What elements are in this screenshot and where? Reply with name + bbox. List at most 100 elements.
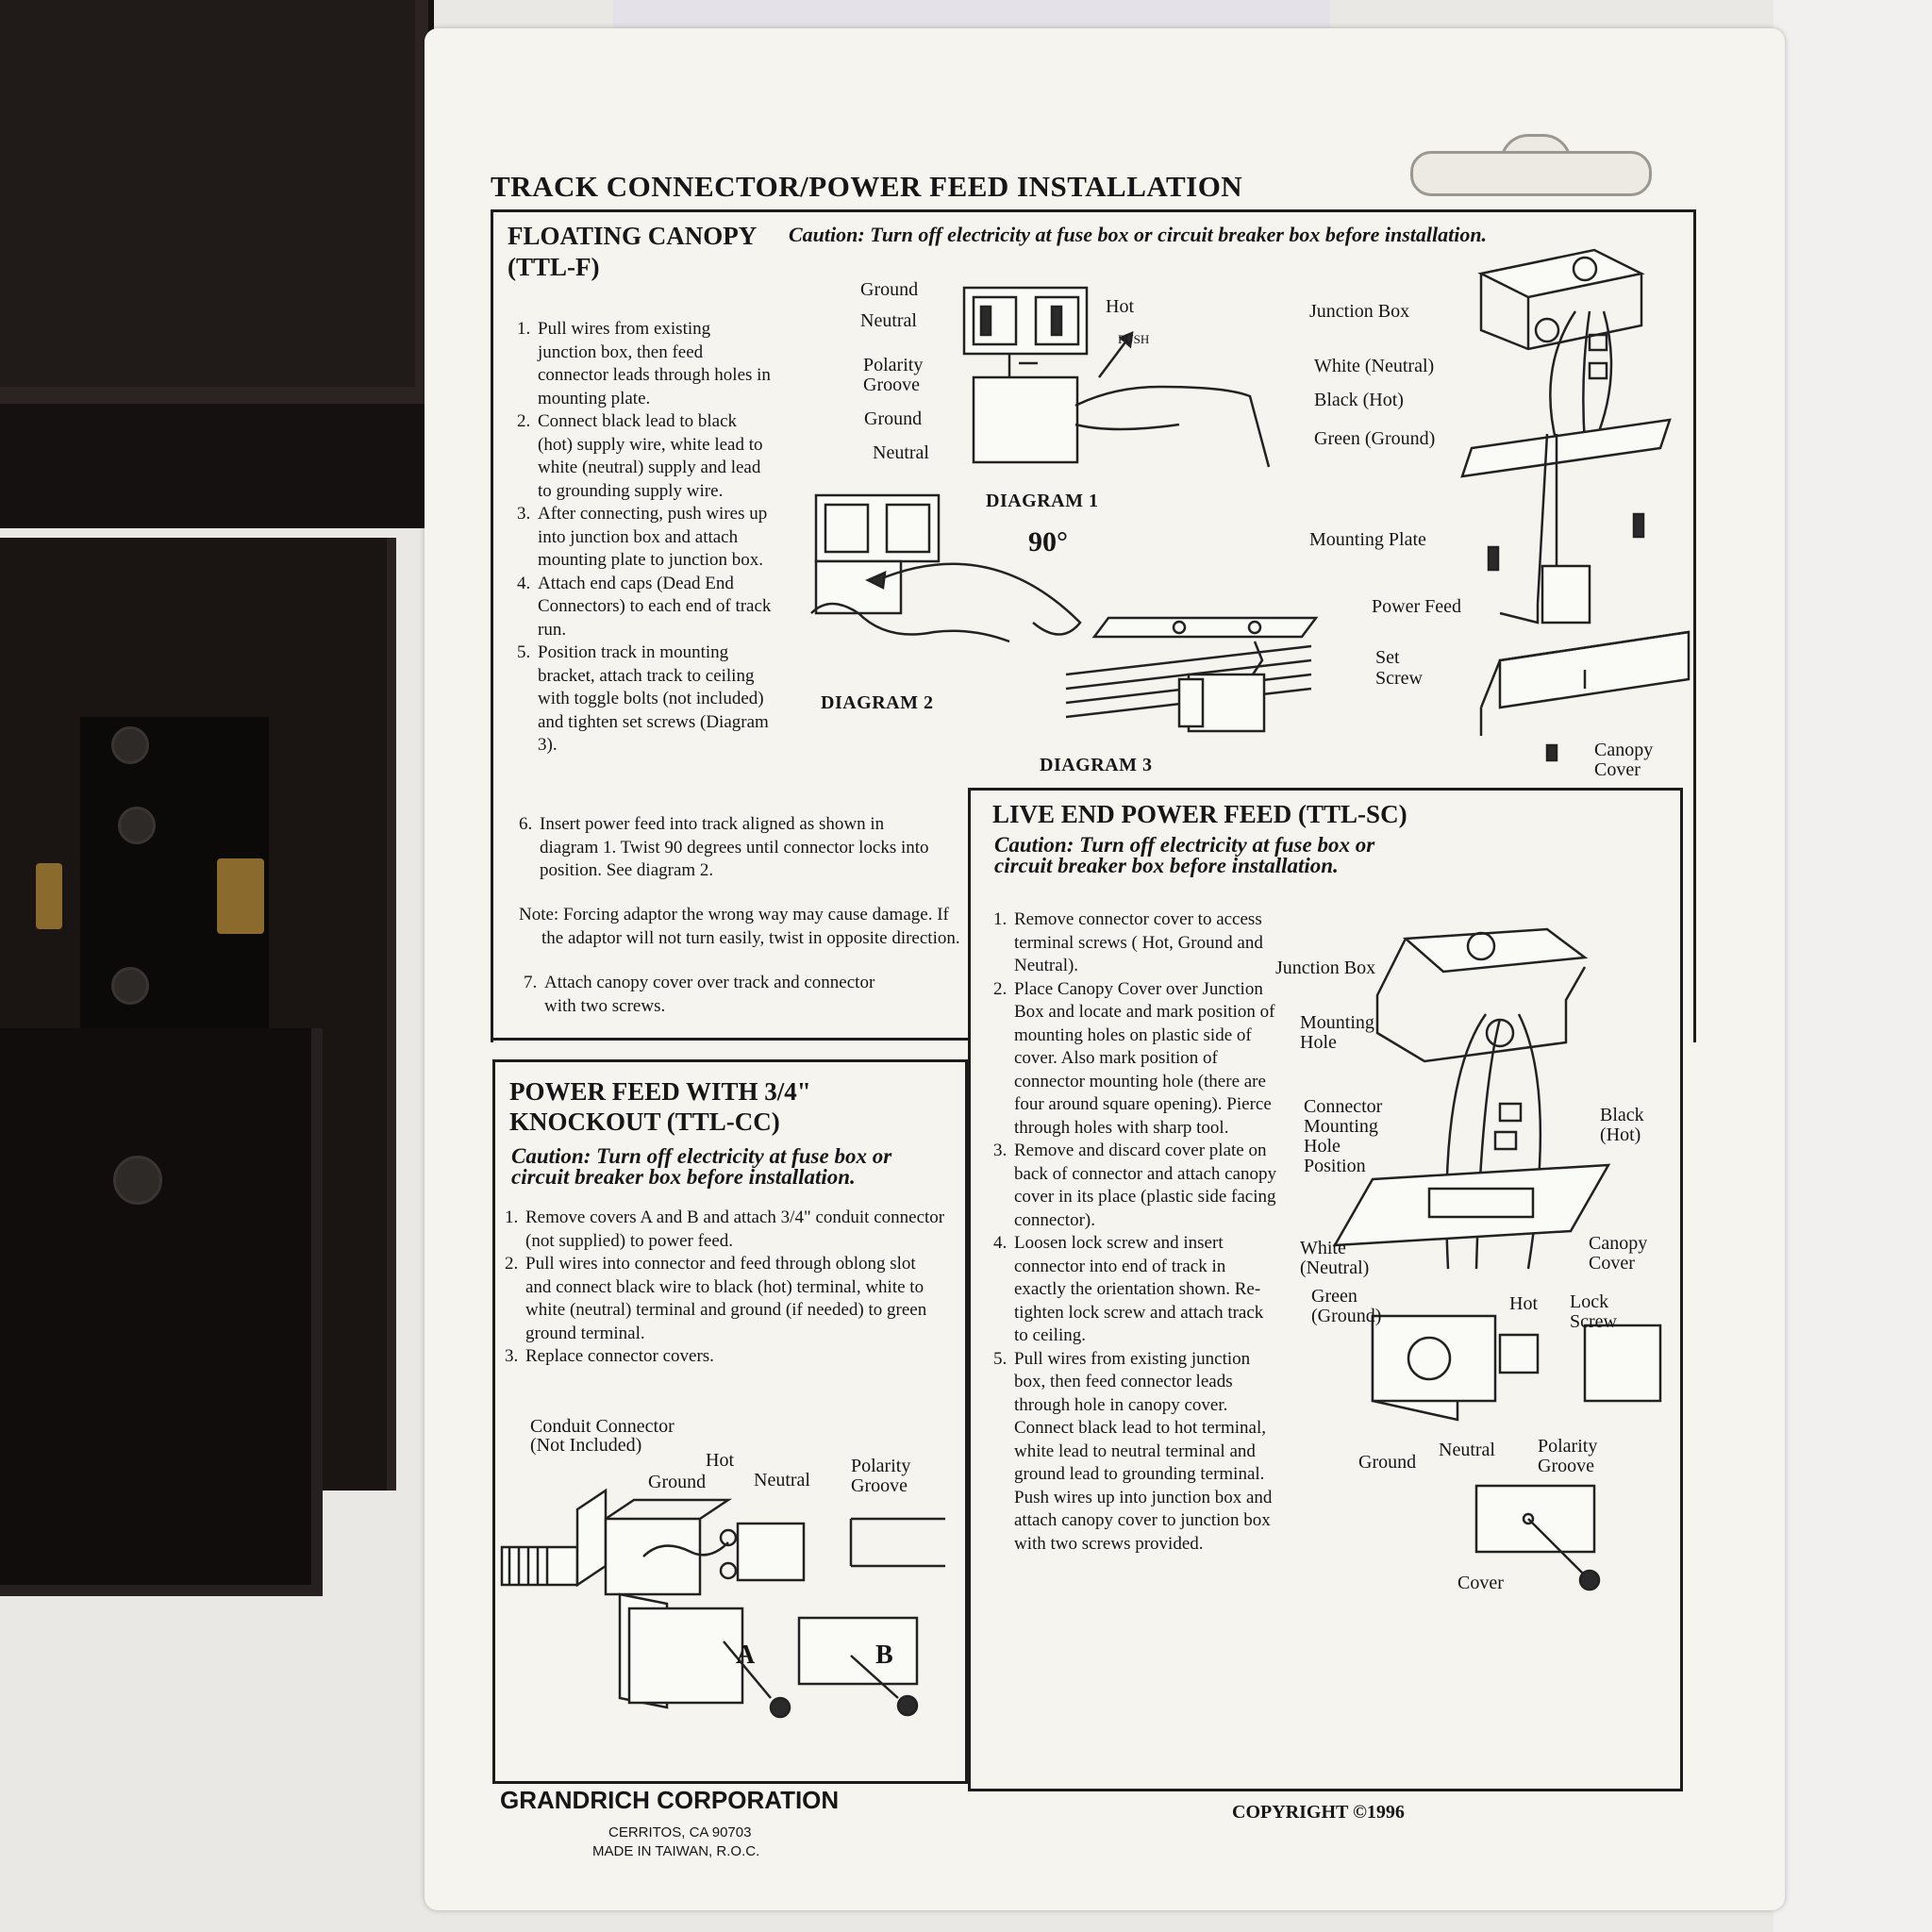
ko-a: A bbox=[736, 1641, 756, 1670]
ex-canopy: Canopy bbox=[1594, 740, 1654, 760]
list-item: 1.Remove connector cover to access termi… bbox=[993, 909, 1263, 975]
knockout-caution: Caution: Turn off electricity at fuse bo… bbox=[511, 1144, 892, 1189]
le-screw: Screw bbox=[1570, 1311, 1617, 1332]
le-ground-paren: (Ground) bbox=[1311, 1306, 1382, 1326]
list-item: 6.Insert power feed into track aligned a… bbox=[519, 814, 929, 880]
le-connector: Connector bbox=[1304, 1096, 1383, 1117]
floating-note: Note: Forcing adaptor the wrong way may … bbox=[519, 905, 960, 948]
page-title: TRACK CONNECTOR/POWER FEED INSTALLATION bbox=[491, 170, 1243, 203]
floating-heading: FLOATING CANOPY bbox=[508, 222, 758, 250]
list-item: 5.Position track in mounting bracket, at… bbox=[517, 642, 769, 755]
live-end-heading: LIVE END POWER FEED (TTL-SC) bbox=[992, 800, 1407, 828]
ko-polarity: Polarity bbox=[851, 1456, 911, 1476]
ko-neutral: Neutral bbox=[754, 1470, 810, 1491]
list-item: 2.Pull wires into connector and feed thr… bbox=[505, 1254, 927, 1343]
le-polarity: Polarity bbox=[1538, 1436, 1598, 1457]
list-item: 7.Attach canopy cover over track and con… bbox=[524, 973, 875, 1016]
le-hot-paren: (Hot) bbox=[1600, 1124, 1641, 1145]
ex-black: Black (Hot) bbox=[1314, 390, 1404, 410]
le-hole: Hole bbox=[1300, 1032, 1337, 1053]
list-item: 4.Loosen lock screw and insert connector… bbox=[993, 1233, 1264, 1345]
floating-caution: Caution: Turn off electricity at fuse bo… bbox=[789, 223, 1488, 246]
background-track-fixture bbox=[0, 0, 428, 404]
knockout-section bbox=[492, 1059, 968, 1784]
live-end-steps: 1.Remove connector cover to access termi… bbox=[993, 908, 1278, 1556]
background-canopy-plate bbox=[0, 1028, 323, 1596]
brass-contact bbox=[36, 863, 62, 929]
le-lock: Lock bbox=[1570, 1291, 1609, 1312]
le-junction-box: Junction Box bbox=[1275, 958, 1376, 978]
screw-icon bbox=[118, 807, 156, 844]
ko-hot: Hot bbox=[706, 1450, 734, 1471]
diagram-1-drawing bbox=[962, 286, 1271, 468]
le-mounting: Mounting bbox=[1300, 1012, 1374, 1033]
le-mounting-2: Mounting bbox=[1304, 1116, 1378, 1137]
diagram-3-drawing bbox=[1065, 616, 1319, 733]
screw-icon bbox=[111, 726, 149, 764]
le-neutral-paren: (Neutral) bbox=[1300, 1257, 1370, 1278]
le-position: Position bbox=[1304, 1156, 1366, 1176]
le-ground: Ground bbox=[1358, 1452, 1417, 1473]
d3-set: Set bbox=[1375, 647, 1400, 668]
list-item: 4.Attach end caps (Dead End Connectors) … bbox=[517, 573, 772, 640]
list-item: 3.Replace connector covers. bbox=[505, 1346, 714, 1366]
floating-steps: 1.Pull wires from existing junction box,… bbox=[517, 318, 774, 758]
le-cover-bottom: Cover bbox=[1457, 1573, 1504, 1593]
list-item: 2.Place Canopy Cover over Junction Box a… bbox=[993, 978, 1275, 1138]
list-item: 2.Connect black lead to black (hot) supp… bbox=[517, 411, 763, 501]
d3-screw: Screw bbox=[1375, 668, 1423, 689]
floating-steps-cont: 6.Insert power feed into track aligned a… bbox=[519, 813, 945, 883]
ex-cover: Cover bbox=[1594, 759, 1641, 780]
company-city: CERRITOS, CA 90703 bbox=[608, 1824, 752, 1840]
diagram-1-title: DIAGRAM 1 bbox=[986, 491, 1099, 511]
diagram-3-title: DIAGRAM 3 bbox=[1040, 755, 1153, 775]
le-groove: Groove bbox=[1538, 1456, 1594, 1476]
le-white: White bbox=[1300, 1238, 1346, 1258]
d1-groove: Groove bbox=[863, 375, 920, 395]
ex-power-feed: Power Feed bbox=[1372, 596, 1461, 617]
list-item: 3.Remove and discard cover plate on back… bbox=[993, 1141, 1277, 1230]
floating-canopy-section bbox=[491, 209, 1696, 1042]
company-name: GRANDRICH CORPORATION bbox=[500, 1786, 840, 1814]
le-green: Green bbox=[1311, 1286, 1357, 1307]
screw-icon bbox=[111, 967, 149, 1005]
floating-model: (TTL-F) bbox=[508, 253, 600, 281]
ex-white: White (Neutral) bbox=[1314, 356, 1435, 376]
live-end-caution: Caution: Turn off electricity at fuse bo… bbox=[994, 833, 1375, 877]
divider bbox=[492, 1038, 968, 1041]
d2-angle: 90° bbox=[1028, 526, 1068, 558]
live-end-drawing bbox=[1332, 927, 1662, 1591]
d1-neutral-top: Neutral bbox=[860, 310, 917, 331]
made-in: MADE IN TAIWAN, R.O.C. bbox=[592, 1843, 760, 1859]
d1-polarity: Polarity bbox=[863, 355, 924, 375]
hang-hole bbox=[1410, 151, 1652, 196]
d1-ground-top: Ground bbox=[860, 279, 919, 300]
knockout-drawing bbox=[500, 1488, 945, 1719]
d1-push: PUSH bbox=[1118, 332, 1150, 346]
diagram-2-drawing bbox=[810, 493, 1082, 643]
knockout-heading-2: KNOCKOUT (TTL-CC) bbox=[509, 1108, 780, 1136]
list-item: 1.Pull wires from existing junction box,… bbox=[517, 319, 771, 408]
ko-not-included: (Not Included) bbox=[530, 1435, 642, 1456]
le-neutral: Neutral bbox=[1439, 1440, 1495, 1460]
knockout-steps: 1.Remove covers A and B and attach 3/4" … bbox=[505, 1207, 945, 1369]
d1-hot: Hot bbox=[1106, 296, 1134, 317]
live-end-section bbox=[968, 788, 1683, 1791]
floating-step-7: 7.Attach canopy cover over track and con… bbox=[524, 972, 903, 1018]
screw-icon bbox=[113, 1156, 162, 1205]
d1-neutral-bottom: Neutral bbox=[873, 442, 929, 463]
ko-groove: Groove bbox=[851, 1475, 908, 1496]
ko-conduit: Conduit Connector bbox=[530, 1416, 675, 1437]
ex-mounting-plate: Mounting Plate bbox=[1309, 529, 1426, 550]
copyright: COPYRIGHT ©1996 bbox=[1232, 1802, 1405, 1823]
ko-ground: Ground bbox=[648, 1472, 707, 1492]
exploded-view-drawing bbox=[1460, 248, 1690, 762]
le-black: Black bbox=[1600, 1105, 1644, 1125]
le-canopy: Canopy bbox=[1589, 1233, 1648, 1254]
background-wall bbox=[1774, 0, 1932, 1932]
diagram-2-title: DIAGRAM 2 bbox=[821, 692, 934, 713]
knockout-heading-1: POWER FEED WITH 3/4" bbox=[509, 1077, 811, 1106]
le-hole-2: Hole bbox=[1304, 1136, 1341, 1157]
le-cover: Cover bbox=[1589, 1253, 1635, 1274]
d1-ground-bottom: Ground bbox=[864, 408, 923, 429]
